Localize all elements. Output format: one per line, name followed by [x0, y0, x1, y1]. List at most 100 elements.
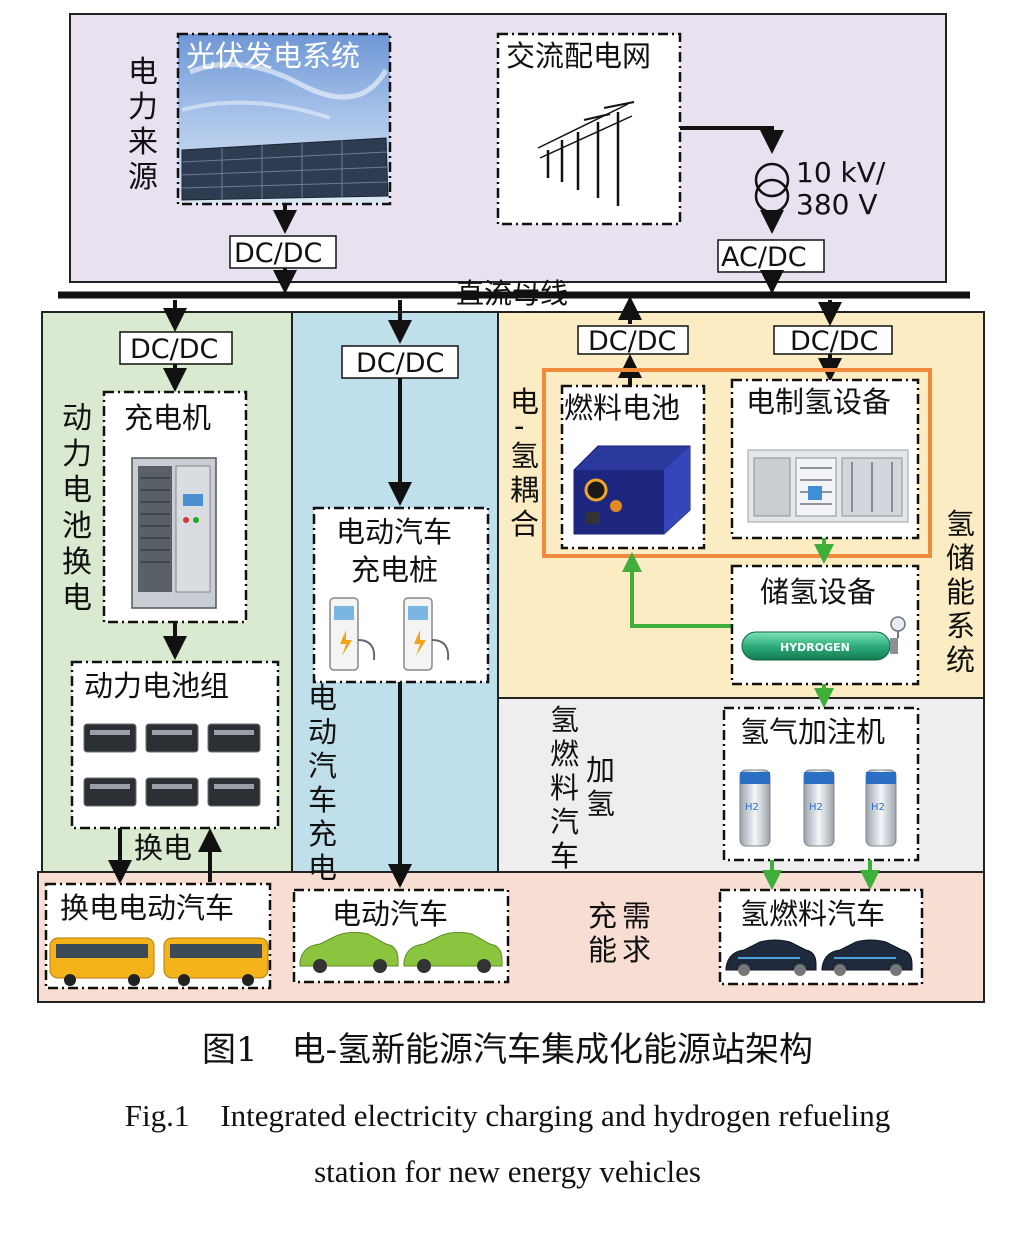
- hydrogen-storage: 储氢设备 HYDROGEN: [730, 564, 920, 686]
- pv-dcdc-label: DC/DC: [234, 238, 322, 269]
- battery-swap-char: 动: [62, 401, 92, 436]
- coupling-char: 合: [510, 507, 539, 541]
- battery-pack-label: 动力电池组: [84, 669, 229, 703]
- ev-charging-char: 汽: [308, 749, 337, 783]
- swap-ev-label: 换电电动汽车: [60, 891, 234, 925]
- pv-system-label: 光伏发电系统: [186, 39, 360, 73]
- figure-caption-cn: 图1 电-氢新能源汽车集成化能源站架构: [201, 1030, 814, 1070]
- hydrogen-dispenser: 氢气加注机 H2 H2 H2: [722, 706, 920, 862]
- refuel-char: 加: [586, 753, 615, 787]
- bus-icons: [49, 937, 269, 986]
- coupling-char: 耦: [510, 473, 539, 507]
- figure-caption-en-line2: station for new energy vehicles: [314, 1154, 701, 1189]
- hydrogen-storage-title: 氢 储 能 系 统: [946, 507, 984, 677]
- battery-swap-char: 池: [62, 509, 92, 544]
- car-icons: [299, 931, 503, 973]
- ev-charging-char: 电: [308, 851, 337, 885]
- hydrogen-vehicle-char: 氢: [550, 703, 579, 737]
- pump-label: H2: [745, 802, 759, 813]
- coupling-char: -: [514, 409, 524, 443]
- battery-swap-char: 电: [62, 581, 92, 616]
- solar-panel-array: [181, 137, 389, 201]
- demand-title: 充能需求: [588, 899, 651, 967]
- battery-pack: 动力电池组: [70, 660, 280, 830]
- power-source-char: 来: [128, 125, 158, 160]
- charger-cabinet-icon: [131, 457, 217, 609]
- hydrogen-dispenser-label: 氢气加注机: [740, 715, 885, 749]
- hydrogen-storage-char: 氢: [946, 507, 975, 541]
- charger: 充电机: [102, 390, 248, 624]
- pv-dcdc-converter: [229, 235, 337, 269]
- electrolyzer-equipment-icon: [747, 449, 909, 523]
- battery-swap-char: 换: [62, 545, 92, 580]
- demand-col2-char: 需: [622, 899, 651, 933]
- battery-swap-title: 动 力 电 池 换 电: [62, 401, 102, 616]
- transformer-rating: 10 kV/ 380 V: [796, 156, 894, 221]
- ev-charging-title: 电 动 汽 车 充 电: [308, 681, 346, 885]
- demand-col1-char: 充: [588, 899, 617, 933]
- electric-hydrogen-coupling-border: [542, 368, 932, 558]
- demand-col1-char: 能: [588, 933, 617, 967]
- hydrogen-vehicle-char: 料: [550, 771, 579, 805]
- coupling-char: 氢: [510, 439, 539, 473]
- grid-acdc-converter: [717, 239, 825, 273]
- refuel-title: 加 氢: [586, 753, 624, 821]
- charger-post-icon: [329, 597, 450, 671]
- battery-swap-char: 电: [62, 473, 92, 508]
- ev-charging-char: 电: [308, 681, 337, 715]
- ev-dcdc-converter: [341, 345, 459, 379]
- fuel-cell-label: 燃料电池: [564, 391, 680, 425]
- power-source-char: 力: [128, 90, 158, 125]
- fuel-cell: 燃料电池: [560, 384, 706, 550]
- pump-label: H2: [871, 802, 885, 813]
- figure-caption-en-line1: Fig.1 Integrated electricity charging an…: [124, 1098, 891, 1133]
- grid-acdc-label: AC/DC: [721, 242, 807, 273]
- power-source-char: 电: [128, 55, 158, 90]
- power-source-title: 电 力 来 源: [128, 55, 168, 195]
- charging-pile-label-line1: 电动汽车: [336, 515, 452, 549]
- transformer-rating-line2: 380 V: [796, 188, 878, 221]
- hydrogen-storage-char: 储: [946, 541, 975, 575]
- transmission-pole-icon: [537, 101, 635, 206]
- hydrogen-storage-char: 系: [946, 609, 975, 643]
- transformer-rating-line1: 10 kV/: [796, 156, 886, 189]
- electric-vehicle: 电动汽车: [292, 888, 510, 984]
- hydrogen-storage-char: 能: [946, 575, 975, 609]
- ev-charging-char: 动: [308, 715, 337, 749]
- fcv-label: 氢燃料汽车: [740, 897, 885, 931]
- charging-pile: 电动汽车 充电桩: [312, 506, 490, 684]
- transformer-icon: [680, 126, 790, 234]
- fcv-car-icons: [725, 939, 913, 976]
- ev-label: 电动汽车: [332, 897, 448, 931]
- coupling-title: 电 - 氢 耦 合: [510, 385, 548, 541]
- swap-label: 换电: [134, 831, 192, 865]
- pump-label: H2: [809, 802, 823, 813]
- charger-label: 充电机: [124, 401, 211, 435]
- electrolyzer-label: 电制氢设备: [746, 385, 891, 419]
- fuel-cell-dcdc-label: DC/DC: [588, 326, 676, 357]
- dispenser-pump-icons: H2 H2 H2: [739, 769, 897, 847]
- ac-grid: 交流配电网: [496, 32, 682, 226]
- hydrogen-tank-icon: HYDROGEN: [741, 616, 906, 661]
- hydrogen-tank-text: HYDROGEN: [780, 641, 850, 654]
- hydrogen-vehicle-char: 汽: [550, 805, 579, 839]
- electrolyzer-dcdc-label: DC/DC: [790, 326, 878, 357]
- demand-col2-char: 求: [622, 933, 651, 967]
- battery-dcdc-converter: [119, 331, 233, 365]
- pv-system: 光伏发电系统: [176, 32, 392, 206]
- swap-electric-vehicle: 换电电动汽车: [44, 882, 272, 990]
- battery-dcdc-label: DC/DC: [130, 334, 218, 365]
- ac-grid-label: 交流配电网: [506, 39, 651, 73]
- fuel-cell-stack-icon: [573, 445, 691, 535]
- electrolyzer-dcdc-converter: [773, 325, 893, 355]
- hydrogen-vehicle-title: 氢 燃 料 汽 车: [550, 703, 588, 873]
- ev-dcdc-label: DC/DC: [356, 348, 444, 379]
- battery-swap-char: 力: [62, 437, 92, 472]
- charging-pile-label: 电动汽车 充电桩: [336, 515, 461, 587]
- hydrogen-vehicle-char: 燃: [550, 737, 579, 771]
- hydrogen-vehicle-char: 车: [550, 839, 579, 873]
- dc-bus-label: 直流母线: [456, 277, 568, 310]
- power-source-char: 源: [128, 160, 158, 195]
- hydrogen-storage-label: 储氢设备: [760, 575, 876, 609]
